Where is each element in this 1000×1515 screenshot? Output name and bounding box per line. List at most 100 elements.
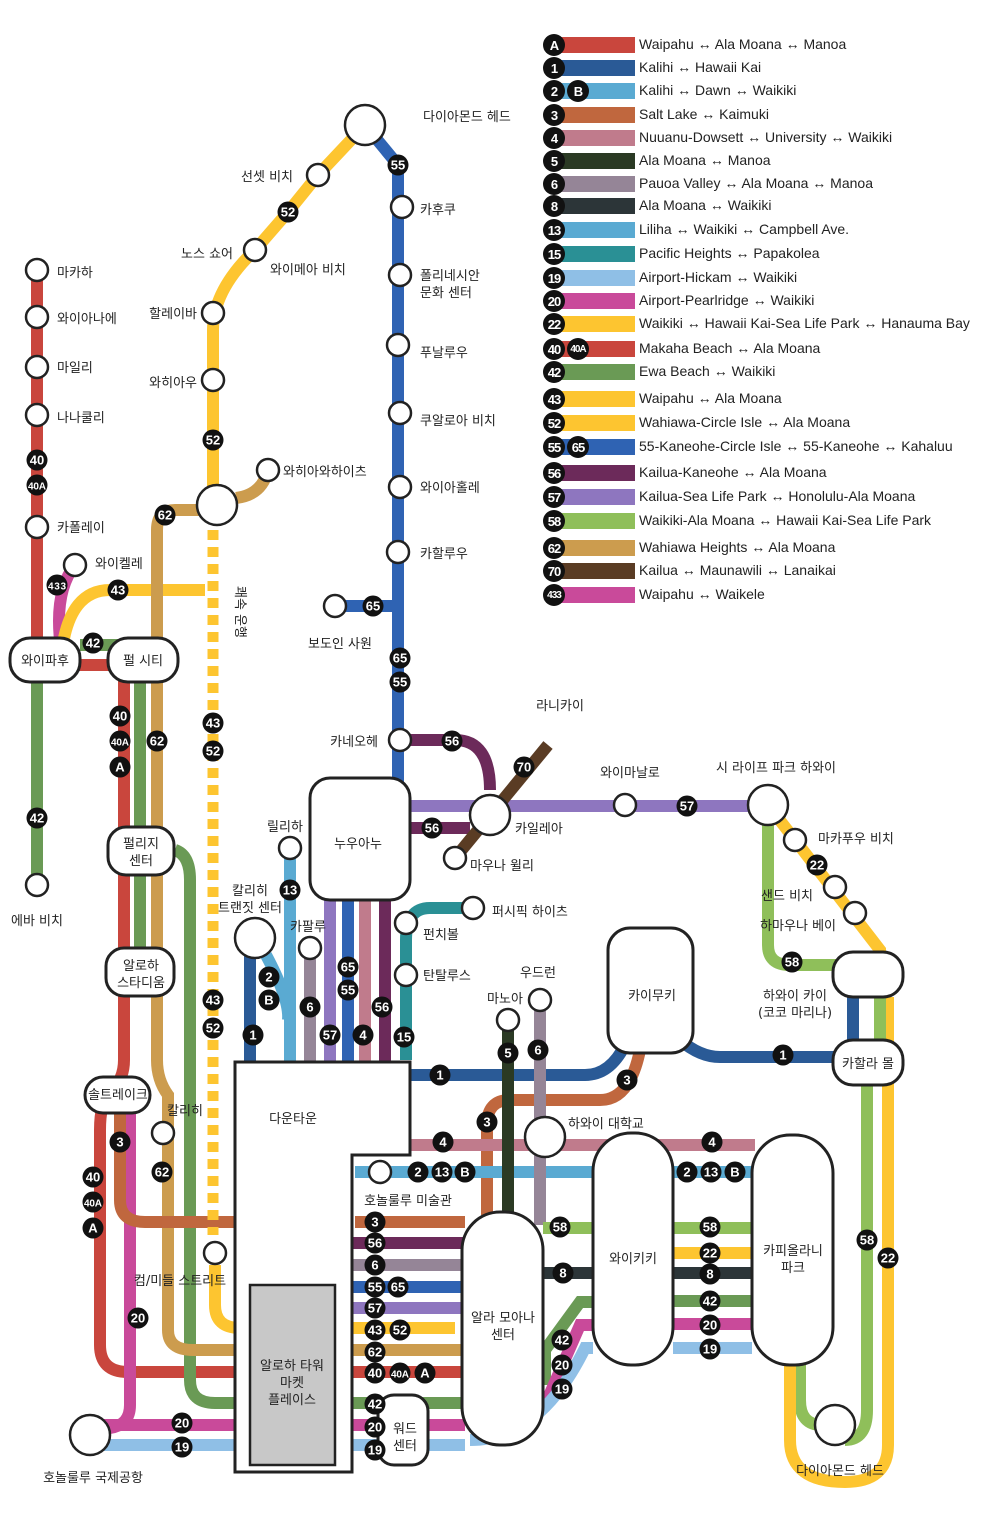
legend-route-badge: 58: [543, 510, 565, 532]
route-badge-label: 42: [30, 811, 44, 826]
legend-route-badge: 22: [543, 313, 565, 335]
route-badge: 40: [364, 1362, 386, 1384]
station-marker: [746, 783, 790, 827]
route-badge: 55: [337, 979, 359, 1001]
route-line: [784, 997, 894, 1489]
route-badge: 70: [513, 756, 535, 778]
station-marker: [393, 910, 419, 936]
station-label: 릴리하: [267, 820, 303, 835]
legend-badges: 70: [543, 560, 567, 582]
route-badge: 42: [699, 1290, 721, 1312]
legend-route-label: Ewa Beach ↔ Waikiki: [639, 363, 776, 379]
station-label-line: 카네오헤: [330, 735, 378, 750]
station-marker: [842, 900, 868, 926]
legend-route-label: Waikiki-Ala Moana ↔ Hawaii Kai-Sea Life …: [639, 512, 932, 528]
station-marker: [150, 1120, 176, 1146]
station-marker: [387, 727, 413, 753]
route-badge: 40A: [109, 730, 131, 752]
station-label-line: 알로하 타워: [260, 1359, 324, 1374]
route-badge-label: 2: [265, 970, 272, 985]
route-badge-label: 43: [368, 1323, 382, 1338]
route-badge-label: 52: [393, 1323, 407, 1338]
station-label-line: 카폴레이: [57, 521, 105, 536]
route-badge-label: 55: [368, 1280, 382, 1295]
route-badge-label: 19: [175, 1440, 189, 1455]
station-label: 마일리: [57, 361, 93, 376]
route-badge-label: 58: [860, 1233, 874, 1248]
route-line: [360, 121, 404, 790]
route-badge: 52: [202, 1017, 224, 1039]
station-marker: [460, 895, 486, 921]
route-badge: 1: [242, 1024, 264, 1046]
legend-color-swatch: [553, 270, 635, 286]
station-label-line: 선셋 비치: [241, 170, 293, 185]
route-badge: 6: [364, 1254, 386, 1276]
legend-badges: 22: [543, 313, 567, 335]
legend-color-swatch: [553, 391, 635, 407]
route-badge: 40: [26, 449, 48, 471]
route-badge: 43: [364, 1319, 386, 1341]
route-badge-label: 62: [158, 508, 172, 523]
legend-route-label: Kailua ↔ Maunawili ↔ Lanaikai: [639, 562, 836, 578]
route-badge-label: 15: [397, 1030, 411, 1045]
route-badge: 43: [202, 989, 224, 1011]
legend-badges: 1: [543, 57, 567, 79]
station-marker: [68, 1413, 112, 1457]
station-label-line: 탄탈루스: [423, 969, 471, 984]
station-label: 와이켈레: [95, 557, 143, 572]
legend-route-badge: 65: [567, 436, 589, 458]
station-label: 마노아: [487, 992, 523, 1007]
station-label-line: 마카푸우 비치: [818, 832, 894, 847]
station-marker: [200, 300, 226, 326]
route-badge: 56: [364, 1232, 386, 1254]
legend-color-swatch: [553, 153, 635, 169]
station-label-line: 샌드 비치: [761, 889, 813, 904]
station-label-line: 카이무키: [628, 989, 676, 1004]
route-badge: 5: [497, 1042, 519, 1064]
legend-route-badge: 433: [543, 584, 565, 606]
kahala-mall-hub: [831, 1038, 905, 1087]
legend-badges: 43: [543, 388, 567, 410]
station-label-line: 퍼시픽 하이츠: [492, 905, 568, 920]
legend-route-badge: 5: [543, 150, 565, 172]
station-marker: [612, 792, 638, 818]
station-label: 할레이바: [149, 307, 197, 322]
station-label: 호놀룰루 미술관: [364, 1194, 452, 1209]
station-label-line: 마노아: [487, 992, 523, 1007]
station-label: 카할루우: [420, 547, 468, 562]
route-badge-label: 22: [703, 1246, 717, 1261]
route-badge-label: 22: [881, 1251, 895, 1266]
legend-badges: 3: [543, 104, 567, 126]
legend-route-label: Kailua-Kaneohe ↔ Ala Moana: [639, 464, 827, 480]
station-label-line: 카할루우: [420, 547, 468, 562]
station-label-line: 하마우나 베이: [760, 919, 836, 934]
legend-route-badge: 55: [543, 436, 565, 458]
station-label: 카이무키: [628, 989, 676, 1004]
route-badge-label: 13: [435, 1165, 449, 1180]
station-marker: [782, 827, 808, 853]
station-label: 마카하: [57, 266, 93, 281]
route-badge: 52: [389, 1319, 411, 1341]
station-label-line: 에바 비치: [11, 914, 63, 929]
station-label: 와히아우: [149, 376, 197, 391]
station-label: 칼리히: [167, 1104, 203, 1119]
legend-route-badge: 3: [543, 104, 565, 126]
station-label-line: 나나쿨리: [57, 411, 105, 426]
station-marker: [305, 162, 331, 188]
route-badge: 65: [387, 1276, 409, 1298]
legend-route-label: 55-Kaneohe-Circle Isle ↔ 55-Kaneohe ↔ Ka…: [639, 438, 953, 454]
station-marker: [24, 872, 50, 898]
legend-route-label: Kalihi ↔ Hawaii Kai: [639, 59, 762, 75]
route-badge-label: 20: [703, 1318, 717, 1333]
legend-route-badge: 15: [543, 243, 565, 265]
station-label: 마카푸우 비치: [818, 832, 894, 847]
